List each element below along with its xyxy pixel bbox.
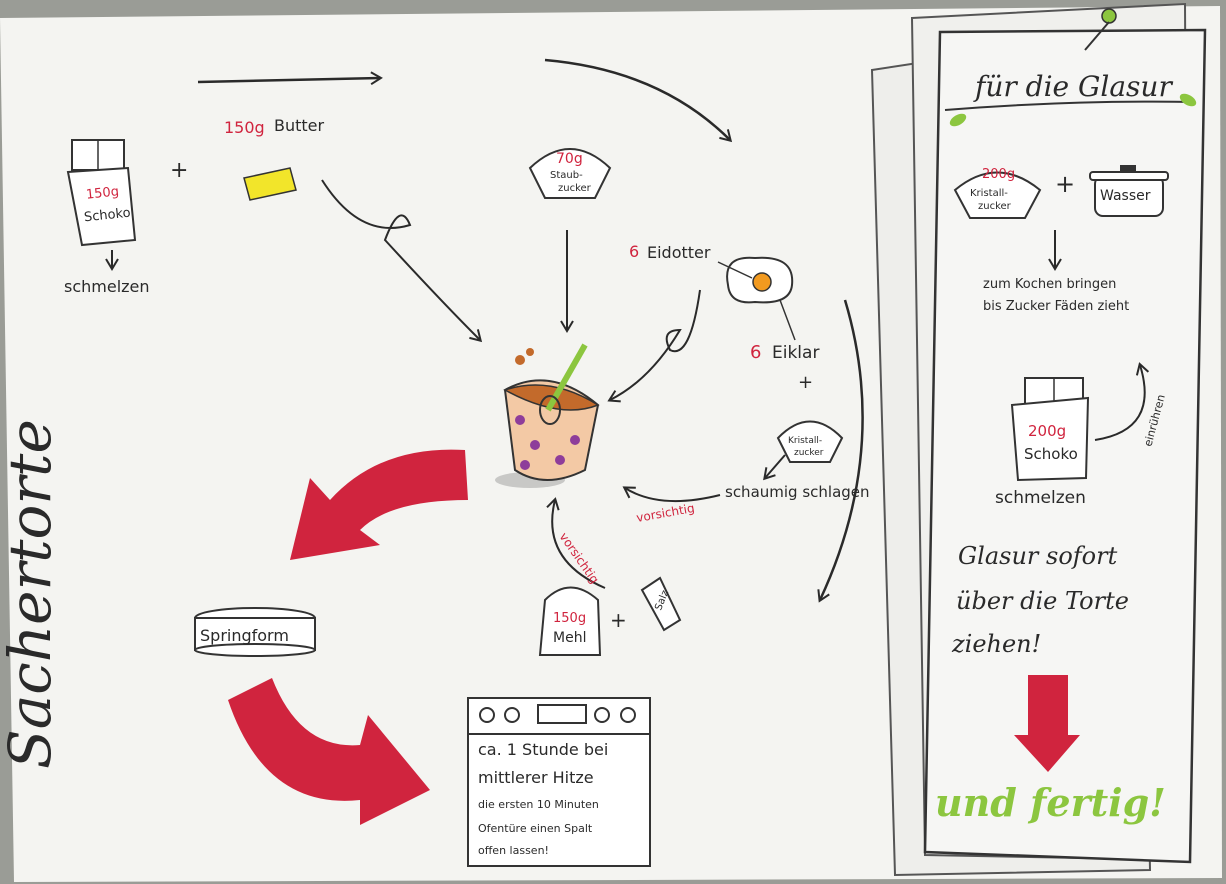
flow-arrow [763, 454, 786, 481]
glaze-header: für die Glasur [975, 70, 1172, 103]
glaze-sugar-label-1: Kristall- [970, 188, 1008, 199]
plus-sign: + [1055, 170, 1076, 198]
staubzucker-label-1: Staub- [550, 170, 583, 181]
eidotter-amount: 6 [629, 242, 640, 261]
sugar-bowl-icon [953, 171, 1042, 219]
schmelzen-label: schmelzen [64, 277, 150, 296]
pin-icon [1101, 8, 1117, 24]
kristallzucker-label-2: zucker [794, 448, 824, 458]
plus-sign: + [610, 608, 627, 632]
sugar-bowl-icon [528, 148, 612, 199]
oven-line-1: ca. 1 Stunde bei [478, 740, 609, 759]
springform-label: Springform [200, 626, 289, 645]
eiklar-amount: 6 [750, 342, 762, 363]
mixing-bowl-icon [495, 343, 600, 488]
glaze-schoko-label: Schoko [1024, 445, 1078, 463]
glaze-step-1: zum Kochen bringen [983, 277, 1117, 292]
staubzucker-amount: 70g [556, 151, 583, 167]
butter-icon [243, 167, 297, 201]
flow-arrow [622, 486, 721, 503]
flour-sack-icon [538, 586, 602, 656]
butter-amount: 150g [224, 118, 265, 137]
flow-arrow [544, 58, 733, 143]
eidotter-label: Eidotter [647, 243, 711, 262]
egg-icon [717, 256, 796, 341]
plus-sign: + [170, 158, 189, 183]
finish-label: und fertig! [935, 780, 1166, 825]
oven-line-3: die ersten 10 Minuten [478, 798, 599, 811]
glaze-instruction-1: Glasur sofort [958, 542, 1118, 570]
poster-title: Sachertorte [0, 419, 64, 769]
oven-icon [467, 697, 651, 867]
flow-arrow [546, 497, 606, 589]
mehl-amount: 150g [553, 611, 587, 626]
chocolate-bar-icon [1010, 377, 1090, 482]
mehl-label: Mehl [553, 630, 587, 646]
schaumig-label: schaumig schlagen [725, 483, 870, 501]
glaze-step-2: bis Zucker Fäden zieht [983, 299, 1130, 314]
glaze-instruction-2: über die Torte [956, 587, 1129, 615]
wasser-label: Wasser [1100, 188, 1151, 204]
flow-arrow [817, 299, 864, 603]
leaf-icon [1179, 93, 1197, 107]
glaze-schmelzen-label: schmelzen [995, 488, 1086, 508]
red-arrow-icon [290, 449, 468, 560]
flow-arrow [321, 179, 483, 343]
flow-arrow [197, 71, 383, 86]
oven-line-4: Ofentüre einen Spalt [478, 822, 593, 835]
oven-line-5: offen lassen! [478, 844, 549, 857]
butter-label: Butter [274, 116, 325, 135]
salt-shaker-icon [640, 576, 682, 632]
glaze-instruction-3: ziehen! [952, 630, 1042, 658]
sugar-bowl-icon [776, 420, 844, 463]
chocolate-bar-icon [66, 139, 137, 247]
glaze-sugar-label-2: zucker [978, 201, 1011, 212]
springform-icon [194, 607, 316, 657]
staubzucker-label-2: zucker [558, 183, 591, 194]
glaze-schoko-amount: 200g [1028, 422, 1067, 440]
plus-sign: + [798, 372, 814, 393]
red-arrow-icon [1014, 675, 1080, 772]
flow-arrow [607, 289, 701, 403]
oven-line-2: mittlerer Hitze [478, 768, 594, 787]
kristallzucker-label-1: Kristall- [788, 436, 823, 446]
glaze-panel [870, 2, 1207, 877]
pot-icon [1089, 165, 1169, 217]
glaze-sugar-amount: 200g [982, 167, 1016, 182]
header-vine [944, 100, 1196, 111]
leaf-icon [949, 113, 967, 127]
eiklar-label: Eiklar [772, 343, 820, 363]
red-arrow-icon [228, 678, 430, 825]
